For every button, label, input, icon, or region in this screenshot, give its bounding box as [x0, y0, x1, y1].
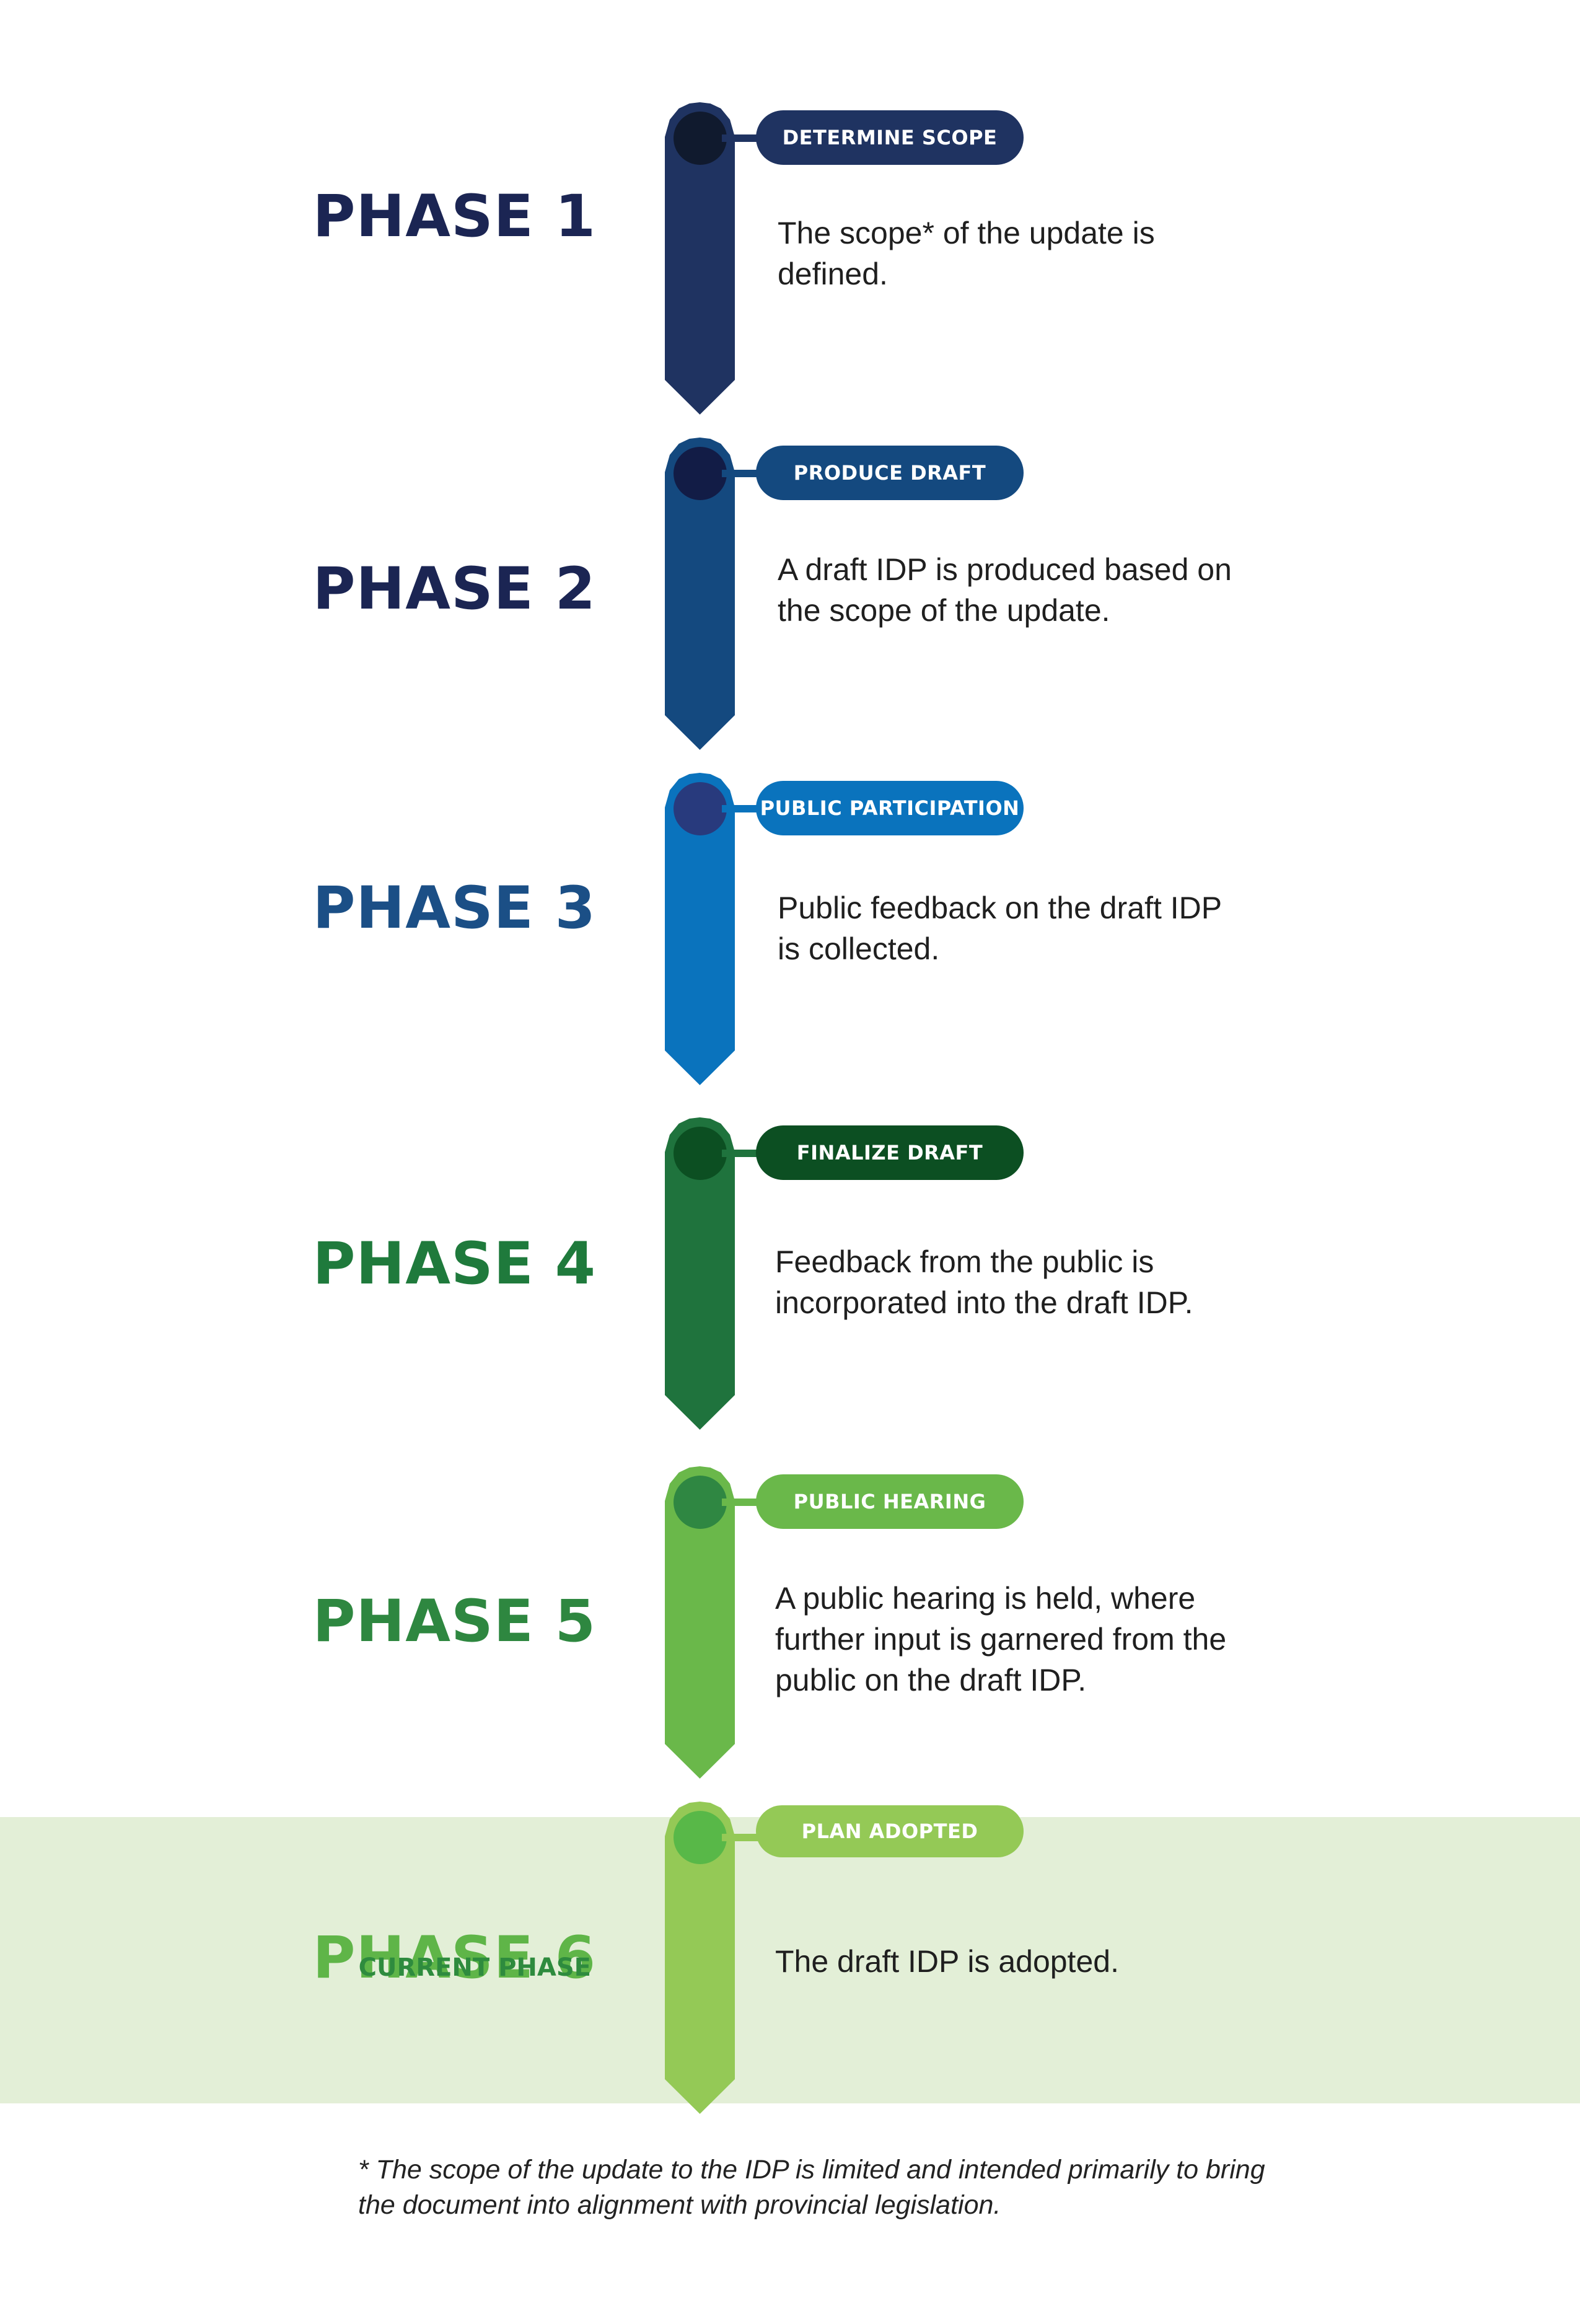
step-pill: PUBLIC HEARING	[756, 1474, 1024, 1529]
footnote: * The scope of the update to the IDP is …	[358, 2155, 1265, 2220]
timeline-node-icon	[674, 1127, 727, 1180]
connector-line	[722, 470, 765, 477]
phase-title: PHASE 5	[312, 1588, 596, 1655]
step-pill: FINALIZE DRAFT	[756, 1125, 1024, 1180]
step-pill: DETERMINE SCOPE	[756, 110, 1024, 165]
connector-line	[722, 1834, 765, 1841]
phase-title: PHASE 4	[312, 1230, 596, 1298]
phase-title: PHASE 6	[312, 1924, 596, 1992]
connector-line	[722, 1150, 765, 1157]
phase-5: PHASE 5 PUBLIC HEARING A public hearing …	[0, 1466, 1580, 1801]
phase-3: PHASE 3 PUBLIC PARTICIPATION Public feed…	[0, 773, 1580, 1107]
phase-title: PHASE 3	[312, 874, 596, 942]
timeline-node-icon	[674, 112, 727, 165]
phase-4: PHASE 4 FINALIZE DRAFT Feedback from the…	[0, 1117, 1580, 1452]
step-pill: PUBLIC PARTICIPATION	[756, 781, 1024, 835]
timeline-node-icon	[674, 1811, 727, 1864]
timeline-node-icon	[674, 447, 727, 500]
phase-description: Public feedback on the draft IDP is coll…	[778, 891, 1222, 966]
step-pill: PRODUCE DRAFT	[756, 446, 1024, 500]
timeline-node-icon	[674, 1476, 727, 1529]
phase-6: PHASE 6 CURRENT PHASE PLAN ADOPTED The d…	[0, 1802, 1580, 2136]
connector-line	[722, 1499, 765, 1506]
current-phase-label: CURRENT PHASE	[358, 1953, 591, 1982]
phase-description: A draft IDP is produced based on the sco…	[778, 552, 1232, 628]
phase-title: PHASE 1	[312, 183, 596, 250]
phase-1: PHASE 1 DETERMINE SCOPE The scope* of th…	[0, 102, 1580, 437]
timeline-node-icon	[674, 782, 727, 835]
step-pill: PLAN ADOPTED	[756, 1805, 1024, 1857]
phase-2: PHASE 2 PRODUCE DRAFT A draft IDP is pro…	[0, 438, 1580, 772]
phase-description: A public hearing is held, where further …	[775, 1581, 1227, 1697]
current-phase-highlight	[0, 1817, 1580, 2103]
phase-description: Feedback from the public is incorporated…	[775, 1244, 1193, 1320]
connector-line	[722, 805, 765, 812]
phase-description: The draft IDP is adopted.	[775, 1944, 1119, 1979]
phase-title: PHASE 2	[312, 555, 596, 623]
phase-description: The scope* of the update is defined.	[778, 216, 1155, 291]
connector-line	[722, 134, 765, 142]
